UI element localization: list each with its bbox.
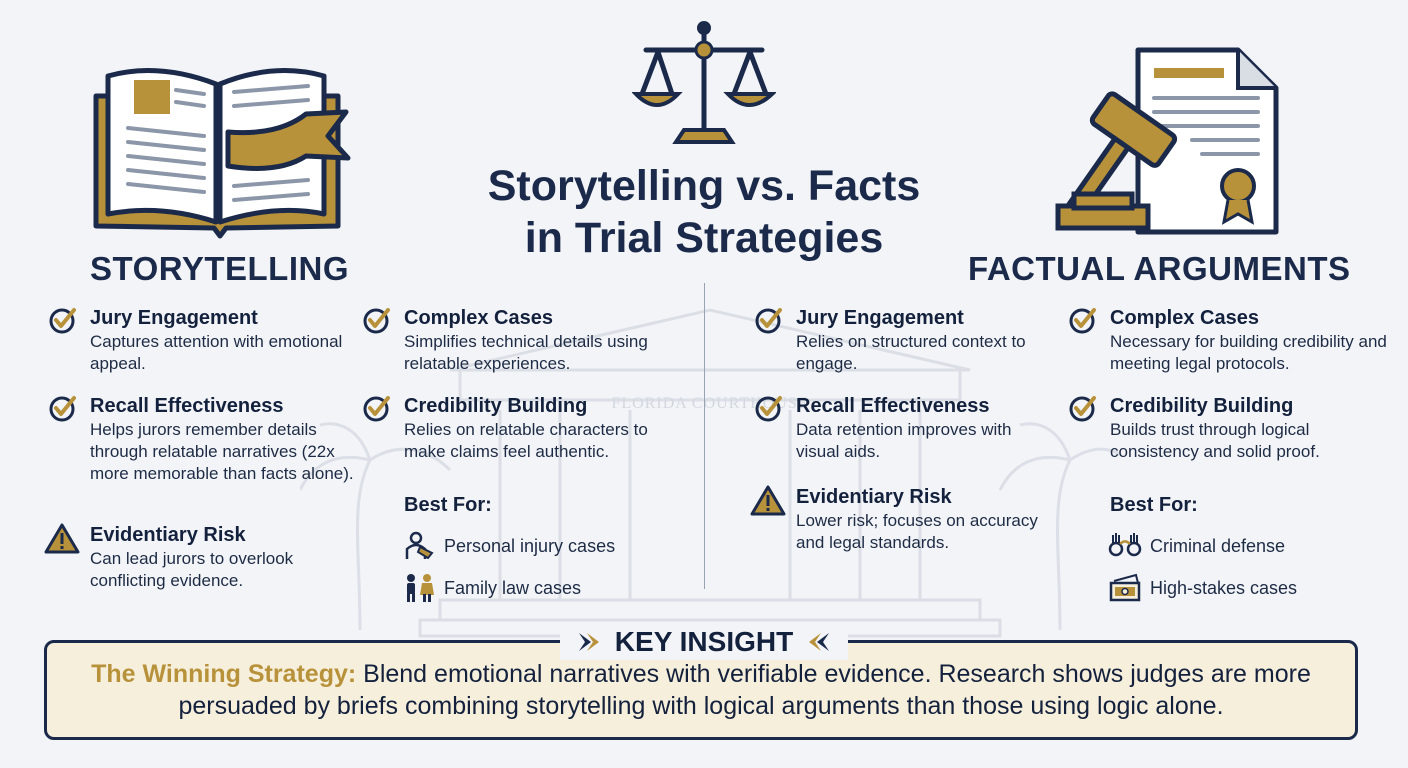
center-divider <box>704 283 705 589</box>
item-description: Builds trust through logical consistency… <box>1110 420 1320 461</box>
check-icon <box>755 396 782 422</box>
factual-arguments-heading: FACTUAL ARGUMENTS <box>968 250 1351 287</box>
best-for-high-stakes: High-stakes cases <box>1108 573 1297 603</box>
warning-icon <box>44 523 80 554</box>
injured-person-icon <box>405 531 434 560</box>
family-icon <box>407 574 434 602</box>
check-icon <box>49 396 76 422</box>
item-title: Evidentiary Risk <box>90 524 246 546</box>
item-title: Evidentiary Risk <box>796 486 952 508</box>
page-title-line1: Storytelling vs. Facts <box>487 162 921 210</box>
storytelling-best-for-label: Best For: <box>404 494 492 516</box>
storytelling-heading: STORYTELLING <box>90 250 350 287</box>
key-insight-body: Blend emotional narratives with verifiab… <box>178 660 1311 720</box>
scales-of-justice-icon <box>632 21 776 144</box>
page-title: Storytelling vs. Facts in Trial Strategi… <box>354 160 1054 264</box>
warning-icon <box>750 485 786 516</box>
key-insight-lead: The Winning Strategy: <box>91 660 357 688</box>
check-icon <box>363 308 390 334</box>
factual-jury-engagement: Jury Engagement Relies on structured con… <box>754 305 1054 375</box>
item-description: Lower risk; focuses on accuracy and lega… <box>796 511 1038 552</box>
item-title: Credibility Building <box>1110 395 1294 417</box>
storytelling-jury-engagement: Jury Engagement Captures attention with … <box>48 305 358 375</box>
factual-recall-effectiveness: Recall Effectiveness Data retention impr… <box>754 393 1054 463</box>
factual-credibility-building: Credibility Building Builds trust throug… <box>1068 393 1388 463</box>
check-icon <box>363 396 390 422</box>
storytelling-evidentiary-risk: Evidentiary Risk Can lead jurors to over… <box>44 522 354 592</box>
check-icon <box>49 308 76 334</box>
check-icon <box>1069 396 1096 422</box>
item-description: Simplifies technical details using relat… <box>404 332 648 373</box>
item-description: Necessary for building credibility and m… <box>1110 332 1387 373</box>
best-for-text: Personal injury cases <box>444 535 616 556</box>
factual-complex-cases: Complex Cases Necessary for building cre… <box>1068 305 1398 375</box>
gavel-document-icon <box>1055 47 1279 235</box>
check-icon <box>755 308 782 334</box>
page-title-line2: in Trial Strategies <box>524 214 884 262</box>
item-title: Credibility Building <box>404 395 588 417</box>
item-description: Helps jurors remember details through re… <box>90 420 354 483</box>
handcuffs-icon <box>1108 533 1142 557</box>
item-title: Recall Effectiveness <box>796 395 990 417</box>
money-icon <box>1109 573 1141 602</box>
storytelling-recall-effectiveness: Recall Effectiveness Helps jurors rememb… <box>48 393 358 485</box>
item-description: Relies on relatable characters to make c… <box>404 420 648 461</box>
best-for-criminal-defense: Criminal defense <box>1108 531 1285 561</box>
best-for-text: High-stakes cases <box>1150 577 1298 598</box>
best-for-text: Criminal defense <box>1150 535 1286 556</box>
open-book-icon <box>93 68 351 239</box>
factual-evidentiary-risk: Evidentiary Risk Lower risk; focuses on … <box>750 484 1050 554</box>
item-title: Jury Engagement <box>90 307 258 329</box>
check-icon <box>1069 308 1096 334</box>
chevron-right-icon <box>578 633 599 651</box>
key-insight-header: KEY INSIGHT <box>560 624 848 660</box>
courthouse-background-image: FLORIDA COURTHOUSE <box>300 308 1120 638</box>
key-insight-text: The Winning Strategy: Blend emotional na… <box>67 658 1335 722</box>
storytelling-credibility-building: Credibility Building Relies on relatable… <box>362 393 662 463</box>
item-title: Complex Cases <box>1110 307 1259 329</box>
chevron-left-icon <box>809 633 830 651</box>
factual-best-for-label: Best For: <box>1110 494 1198 516</box>
storytelling-complex-cases: Complex Cases Simplifies technical detai… <box>362 305 662 375</box>
best-for-personal-injury: Personal injury cases <box>402 531 615 561</box>
key-insight-title: KEY INSIGHT <box>614 626 794 657</box>
item-title: Jury Engagement <box>796 307 964 329</box>
item-description: Can lead jurors to overlook conflicting … <box>90 549 294 590</box>
item-description: Relies on structured context to engage. <box>796 332 1026 373</box>
best-for-text: Family law cases <box>444 577 582 598</box>
item-title: Complex Cases <box>404 307 553 329</box>
item-description: Captures attention with emotional appeal… <box>90 332 343 373</box>
best-for-family-law: Family law cases <box>402 573 581 603</box>
item-description: Data retention improves with visual aids… <box>796 420 1012 461</box>
item-title: Recall Effectiveness <box>90 395 284 417</box>
